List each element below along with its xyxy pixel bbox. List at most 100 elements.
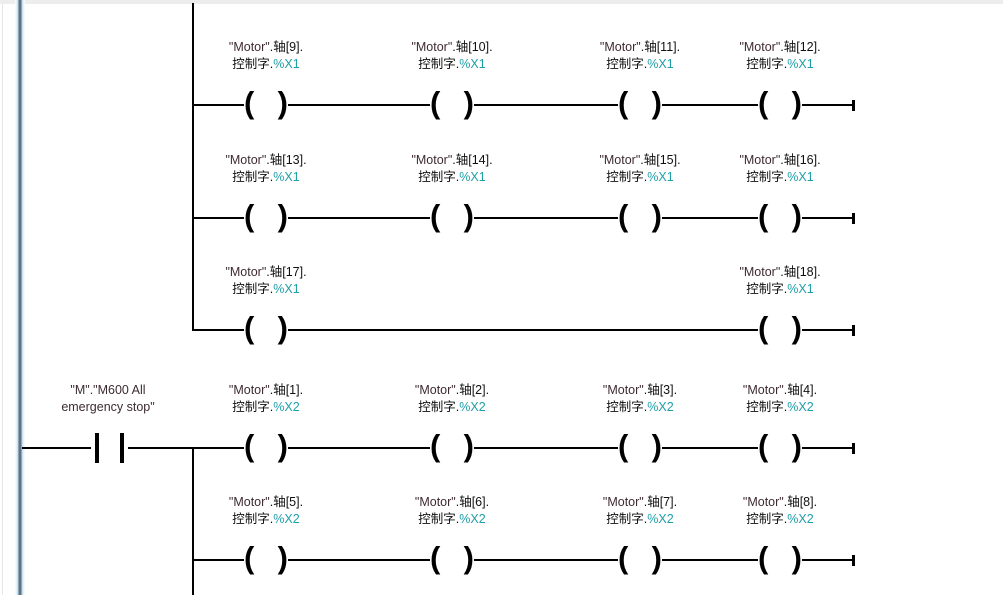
- emergency-stop-contact[interactable]: [91, 432, 128, 464]
- upper-branch-line: [192, 3, 194, 331]
- tag-name-text: "Motor": [742, 383, 784, 397]
- coil-open-paren: (: [758, 198, 769, 233]
- coil-open-paren: (: [618, 85, 629, 120]
- bit-access-text: %X2: [787, 512, 814, 526]
- coil-symbol[interactable]: (): [758, 312, 802, 346]
- tag-path-text: .轴[17].: [266, 265, 307, 279]
- coil-symbol[interactable]: (): [758, 540, 802, 576]
- coil-open-paren: (: [758, 540, 769, 575]
- tag-name-text: "Motor": [414, 495, 456, 509]
- coil-operand-label[interactable]: "Motor".轴[5].控制字.%X2: [171, 494, 361, 528]
- bit-access-text: %X1: [273, 282, 300, 296]
- pane-splitter-bar[interactable]: [15, 0, 25, 595]
- tag-path-text: .轴[9].: [269, 40, 304, 54]
- contact-left-bar: [95, 433, 99, 463]
- operand-line1: "Motor".轴[3].: [545, 382, 735, 399]
- tag-name-text: "Motor": [225, 153, 267, 167]
- operand-line1: "Motor".轴[17].: [171, 264, 361, 281]
- coil-operand-label[interactable]: "Motor".轴[10].控制字.%X1: [357, 39, 547, 73]
- coil-operand-label[interactable]: "Motor".轴[2].控制字.%X2: [357, 382, 547, 416]
- wire-end-stub: [852, 325, 855, 336]
- coil-symbol[interactable]: (): [618, 428, 662, 464]
- coil-open-paren: (: [244, 85, 255, 120]
- coil-symbol[interactable]: (): [244, 85, 288, 121]
- operand-line1: "Motor".轴[18].: [685, 264, 875, 281]
- coil-operand-label[interactable]: "Motor".轴[13].控制字.%X1: [171, 152, 361, 186]
- operand-line2: emergency stop": [61, 400, 155, 414]
- tag-name-text: "Motor": [228, 495, 270, 509]
- coil-operand-label[interactable]: "Motor".轴[14].控制字.%X1: [357, 152, 547, 186]
- coil-close-paren: ): [651, 428, 662, 463]
- tag-path-text: .轴[8].: [783, 495, 818, 509]
- operand-line1: "Motor".轴[9].: [171, 39, 361, 56]
- operand-line1: "Motor".轴[12].: [685, 39, 875, 56]
- tag-path-text: .轴[18].: [780, 265, 821, 279]
- coil-symbol[interactable]: (): [244, 312, 288, 346]
- bit-access-text: %X2: [273, 400, 300, 414]
- bit-access-text: %X1: [459, 57, 486, 71]
- tag-name-text: "Motor": [739, 153, 781, 167]
- coil-symbol[interactable]: (): [758, 430, 802, 464]
- coil-close-paren: ): [277, 428, 288, 463]
- operand-line2: 控制字.%X1: [171, 169, 361, 186]
- coil-operand-label[interactable]: "Motor".轴[4].控制字.%X2: [685, 382, 875, 416]
- operand-line2: 控制字.%X1: [545, 56, 735, 73]
- rung-wire: [193, 217, 854, 219]
- coil-close-paren: ): [791, 540, 802, 575]
- coil-operand-label[interactable]: "Motor".轴[3].控制字.%X2: [545, 382, 735, 416]
- coil-close-paren: ): [791, 85, 802, 120]
- operand-line2: 控制字.%X2: [357, 399, 547, 416]
- coil-operand-label[interactable]: "Motor".轴[1].控制字.%X2: [171, 382, 361, 416]
- coil-operand-label[interactable]: "Motor".轴[15].控制字.%X1: [545, 152, 735, 186]
- bit-access-text: %X2: [787, 400, 814, 414]
- member-text: 控制字.: [606, 512, 648, 526]
- coil-symbol[interactable]: (): [758, 198, 802, 234]
- coil-symbol[interactable]: (): [618, 85, 662, 121]
- operand-line2: 控制字.%X2: [357, 511, 547, 528]
- tag-path-text: .轴[6].: [455, 495, 490, 509]
- tag-name-text: "Motor": [599, 40, 641, 54]
- coil-operand-label[interactable]: "Motor".轴[8].控制字.%X2: [685, 494, 875, 528]
- coil-symbol[interactable]: (): [244, 428, 288, 464]
- coil-operand-label[interactable]: "Motor".轴[16].控制字.%X1: [685, 152, 875, 186]
- coil-operand-label[interactable]: "Motor".轴[7].控制字.%X2: [545, 494, 735, 528]
- coil-close-paren: ): [277, 198, 288, 233]
- operand-line1: "Motor".轴[15].: [545, 152, 735, 169]
- coil-symbol[interactable]: (): [430, 198, 474, 234]
- coil-operand-label[interactable]: "Motor".轴[11].控制字.%X1: [545, 39, 735, 73]
- rung-wire: [193, 559, 854, 561]
- member-text: 控制字.: [746, 512, 788, 526]
- member-text: 控制字.: [606, 57, 648, 71]
- member-text: 控制字.: [418, 57, 460, 71]
- coil-operand-label[interactable]: "Motor".轴[18].控制字.%X1: [685, 264, 875, 298]
- coil-close-paren: ): [651, 85, 662, 120]
- coil-operand-label[interactable]: "Motor".轴[9].控制字.%X1: [171, 39, 361, 73]
- tag-name-text: "Motor": [228, 40, 270, 54]
- member-text: 控制字.: [746, 400, 788, 414]
- operand-line2: 控制字.%X2: [685, 511, 875, 528]
- coil-operand-label[interactable]: "Motor".轴[6]. 控制字.%X2: [357, 494, 547, 528]
- coil-symbol[interactable]: (): [430, 428, 474, 464]
- tag-name-text: "Motor": [225, 265, 267, 279]
- coil-close-paren: ): [463, 198, 474, 233]
- tag-path-text: .轴[15].: [640, 153, 681, 167]
- coil-symbol[interactable]: (): [430, 542, 474, 576]
- coil-close-paren: ): [651, 198, 662, 233]
- coil-symbol[interactable]: (): [618, 198, 662, 234]
- member-text: 控制字.: [232, 400, 274, 414]
- tag-name-text: "Motor": [411, 40, 453, 54]
- coil-symbol[interactable]: (): [244, 542, 288, 576]
- coil-open-paren: (: [618, 540, 629, 575]
- coil-symbol[interactable]: (): [244, 198, 288, 234]
- operand-line2: 控制字.%X1: [685, 56, 875, 73]
- coil-symbol[interactable]: (): [618, 540, 662, 576]
- coil-operand-label[interactable]: "Motor".轴[12].控制字.%X1: [685, 39, 875, 73]
- coil-symbol[interactable]: (): [758, 85, 802, 121]
- coil-close-paren: ): [463, 428, 474, 463]
- coil-operand-label[interactable]: "Motor".轴[17].控制字.%X1: [171, 264, 361, 298]
- coil-symbol[interactable]: (): [430, 87, 474, 121]
- operand-line1: "Motor".轴[14].: [357, 152, 547, 169]
- tag-name-text: "Motor": [739, 40, 781, 54]
